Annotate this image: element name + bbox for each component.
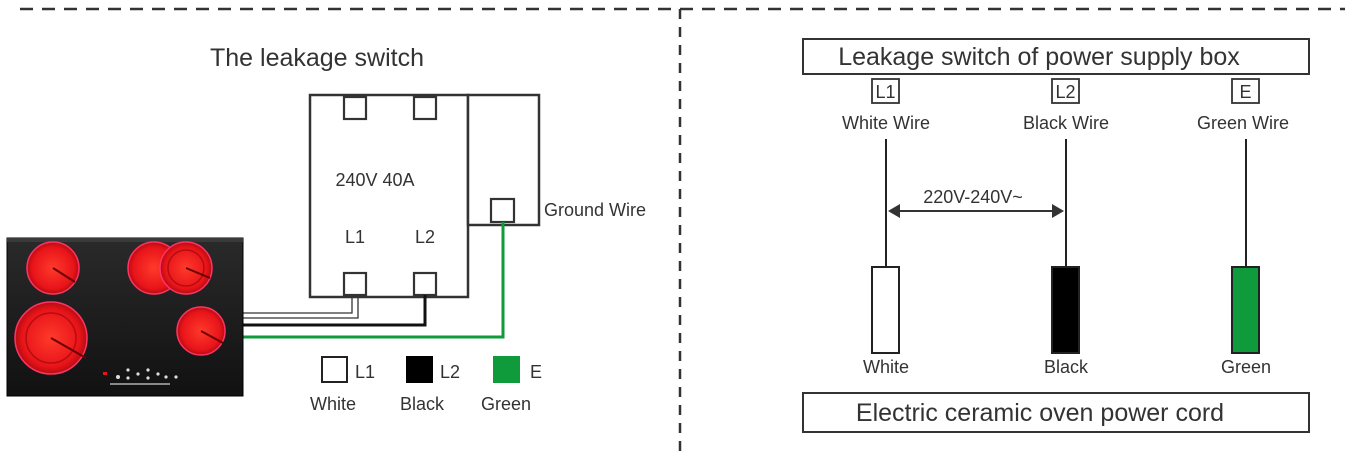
leakage-switch-body [308, 93, 470, 299]
ground-wire-label: Ground Wire [544, 200, 646, 220]
switch-l1-label: L1 [345, 227, 365, 247]
white-color-label: White [863, 357, 909, 377]
legend-name-white: White [310, 394, 356, 414]
switch-top-terminal-2 [412, 95, 438, 121]
switch-rating-label: 240V 40A [335, 170, 414, 190]
switch-bottom-terminal-l1 [342, 271, 368, 297]
terminal-code-e: E [1239, 82, 1251, 102]
switch-bottom-terminal-l2 [412, 271, 438, 297]
cooktop-touch-controls [103, 368, 178, 385]
legend-name-black: Black [400, 394, 445, 414]
black-wire-label: Black Wire [1023, 113, 1109, 133]
legend-l2: L2 Black [400, 356, 460, 414]
burner-top-left [26, 241, 80, 295]
black-wire-plug [1051, 266, 1080, 354]
legend-swatch-white [321, 356, 348, 383]
green-wire-plug [1231, 266, 1260, 354]
left-panel-title: The leakage switch [210, 44, 424, 72]
switch-l2-label: L2 [415, 227, 435, 247]
terminal-code-l1: L1 [875, 82, 895, 102]
white-wire-label: White Wire [842, 113, 930, 133]
burner-top-right-dual [127, 241, 213, 295]
ground-terminal [489, 197, 516, 224]
legend-code-e: E [530, 362, 542, 382]
power-supply-box-label: Leakage switch of power supply box [838, 43, 1240, 71]
white-wire [242, 295, 359, 319]
terminal-box-l2 [1051, 78, 1080, 104]
green-wire [242, 222, 505, 339]
oven-power-cord-label: Electric ceramic oven power cord [856, 399, 1224, 427]
legend-name-green: Green [481, 394, 531, 414]
legend-swatch-black [406, 356, 433, 383]
switch-top-terminal-1 [342, 95, 368, 121]
oven-power-cord-box [802, 392, 1310, 433]
black-color-label: Black [1044, 357, 1089, 377]
burner-bottom-right [176, 306, 226, 356]
legend-l1: L1 White [310, 356, 375, 414]
black-wire [242, 295, 427, 327]
legend-swatch-green [493, 356, 520, 383]
white-wire-plug [871, 266, 900, 354]
terminal-box-e [1231, 78, 1260, 104]
burner-bottom-left-large [14, 301, 88, 375]
terminal-code-l2: L2 [1055, 82, 1075, 102]
ground-terminal-block [466, 93, 541, 227]
voltage-arrow [888, 204, 1064, 218]
legend-e: E Green [481, 356, 542, 414]
terminal-box-l1 [871, 78, 900, 104]
legend-code-l2: L2 [440, 362, 460, 382]
green-wire-label: Green Wire [1197, 113, 1289, 133]
legend-code-l1: L1 [355, 362, 375, 382]
voltage-label: 220V-240V~ [923, 187, 1023, 207]
ceramic-cooktop [6, 237, 244, 397]
power-supply-box [802, 38, 1310, 75]
green-color-label: Green [1221, 357, 1271, 377]
